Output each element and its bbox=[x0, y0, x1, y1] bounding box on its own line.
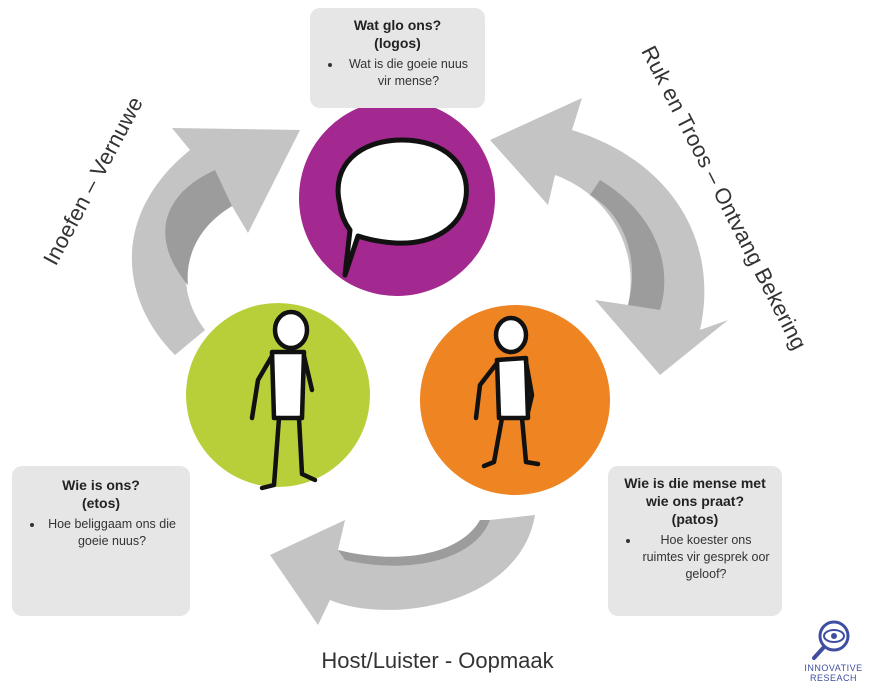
left-cycle-arrow bbox=[131, 128, 300, 355]
logo-text: INNOVATIVE RESEACH bbox=[792, 663, 875, 683]
logos-bullet: Wat is die goeie nuus vir mense? bbox=[342, 56, 475, 90]
speech-bubble-icon bbox=[335, 137, 469, 278]
etos-bullet-list: Hoe beliggaam ons die goeie nuus? bbox=[22, 516, 180, 550]
etos-bullet: Hoe beliggaam ons die goeie nuus? bbox=[44, 516, 180, 550]
logo-line2: RESEACH bbox=[809, 673, 857, 683]
eye-magnifier-icon bbox=[812, 620, 850, 660]
patos-subtitle: (patos) bbox=[671, 511, 719, 527]
patos-bullet: Hoe koester ons ruimtes vir gesprek oor … bbox=[640, 532, 772, 583]
right-cycle-arrow bbox=[490, 98, 728, 375]
patos-box: Wie is die mense met wie ons praat? (pat… bbox=[608, 466, 782, 616]
logo-line1: INNOVATIVE bbox=[804, 663, 863, 673]
patos-bullet-list: Hoe koester ons ruimtes vir gesprek oor … bbox=[618, 532, 772, 583]
stick-figure-icon bbox=[473, 315, 541, 469]
etos-box: Wie is ons? (etos) Hoe beliggaam ons die… bbox=[12, 466, 190, 616]
logos-subtitle: (logos) bbox=[374, 35, 421, 51]
bottom-cycle-arrow bbox=[270, 515, 535, 625]
logos-box: Wat glo ons? (logos) Wat is die goeie nu… bbox=[310, 8, 485, 108]
patos-question: Wie is die mense met wie ons praat? bbox=[624, 475, 766, 509]
etos-subtitle: (etos) bbox=[81, 495, 121, 511]
logos-bullet-list: Wat is die goeie nuus vir mense? bbox=[320, 56, 475, 90]
bottom-cycle-label: Host/Luister - Oopmaak bbox=[321, 648, 554, 673]
etos-question: Wie is ons? bbox=[62, 477, 140, 493]
stick-figure-icon bbox=[249, 309, 318, 491]
logos-question: Wat glo ons? bbox=[353, 17, 442, 33]
